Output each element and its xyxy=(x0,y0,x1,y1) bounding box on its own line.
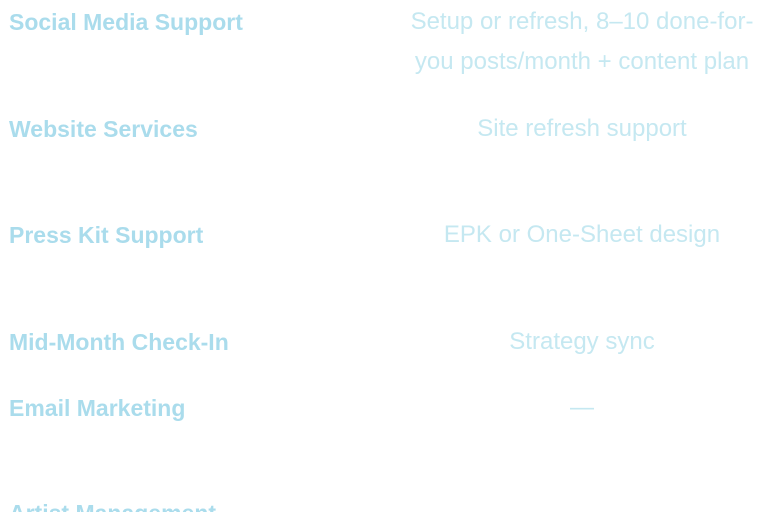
service-label: Artist Management xyxy=(9,493,216,512)
service-label: Social Media Support xyxy=(9,9,243,35)
service-description: Strategy sync xyxy=(509,328,655,355)
service-description: EPK or One-Sheet design xyxy=(443,221,721,248)
service-label: Mid-Month Check-In xyxy=(9,329,229,355)
service-description: Site refresh support xyxy=(477,115,687,142)
service-description: Setup or refresh, 8–10 done-for-you post… xyxy=(410,8,754,75)
service-label: Website Services xyxy=(9,116,198,142)
service-label: Email Marketing xyxy=(9,395,186,421)
service-description: — xyxy=(570,394,594,421)
service-label: Press Kit Support xyxy=(9,222,204,248)
